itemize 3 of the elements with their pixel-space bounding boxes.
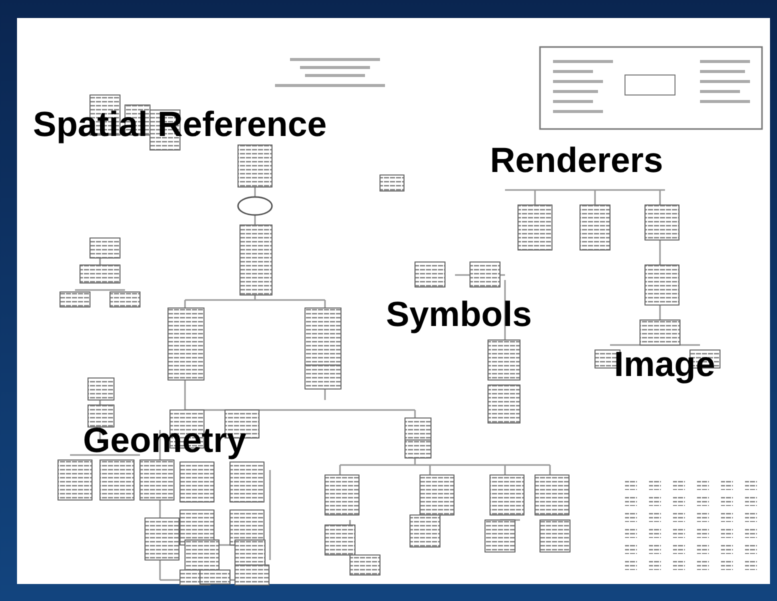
- section-heading: Renderers: [490, 143, 664, 178]
- section-heading: Image: [614, 347, 716, 382]
- section-heading: Symbols: [386, 297, 532, 332]
